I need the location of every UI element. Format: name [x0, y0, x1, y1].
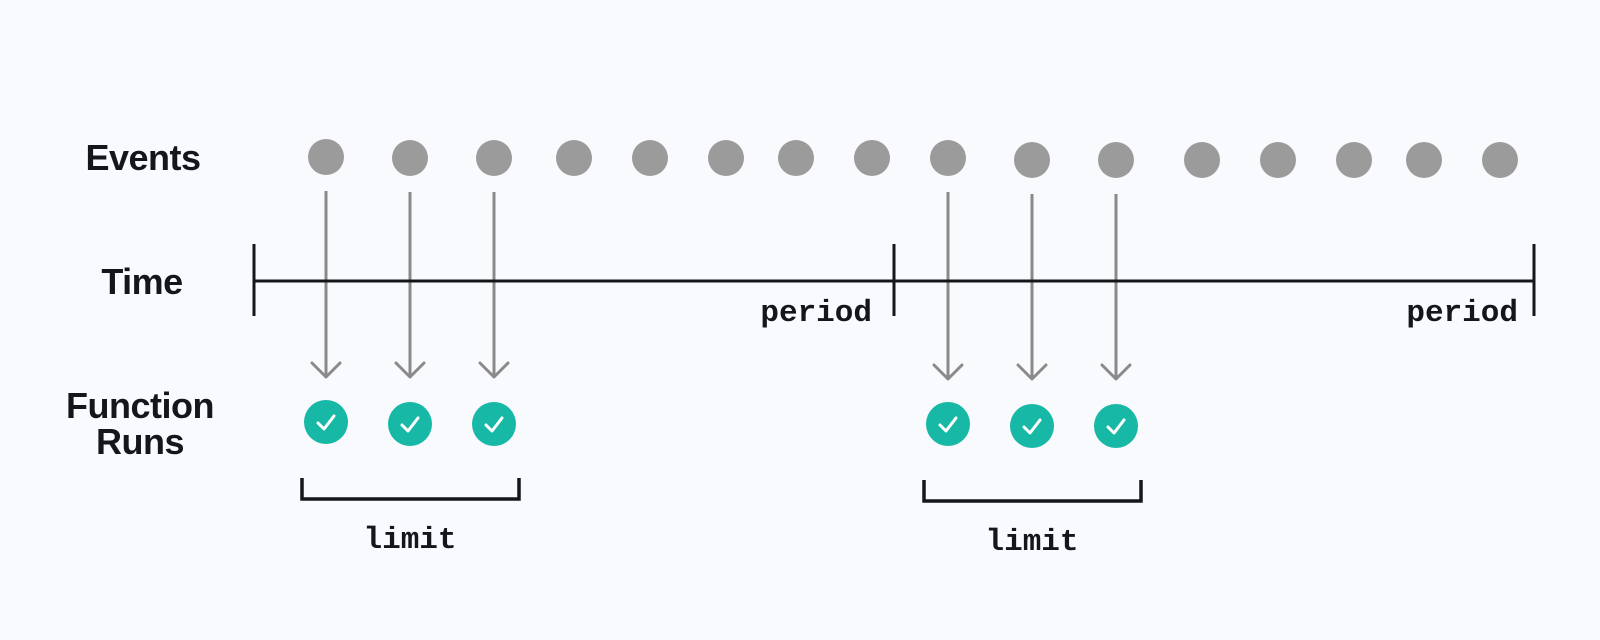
run-success-circle [1094, 404, 1138, 448]
check-icon [316, 414, 336, 431]
check-icon [484, 416, 504, 433]
event-dot [308, 139, 344, 175]
event-dot [1482, 142, 1518, 178]
arrow-down-icon [478, 192, 510, 379]
check-icon [1022, 418, 1042, 435]
run-success-circle [472, 402, 516, 446]
event-dot [1184, 142, 1220, 178]
function-run [926, 402, 970, 446]
event-dot [476, 140, 512, 176]
event-dot [632, 140, 668, 176]
limit-label-2: limit [985, 525, 1078, 560]
function-run [304, 400, 348, 444]
limit-bracket-2 [922, 480, 1143, 503]
event-dot [1336, 142, 1372, 178]
function-run [472, 402, 516, 446]
limit-label-1: limit [363, 523, 456, 558]
function-run [388, 402, 432, 446]
time-row-label: Time [101, 261, 182, 302]
arrow-down-icon [932, 192, 964, 381]
check-icon [1106, 418, 1126, 435]
arrow-down-icon [1100, 194, 1132, 381]
event-dot [1260, 142, 1296, 178]
event-dot [1014, 142, 1050, 178]
function-runs-row-label-line1: Function [66, 385, 214, 426]
function-runs-row-label-line2: Runs [96, 421, 184, 462]
period-label-2: period [1406, 296, 1518, 331]
check-icon [938, 416, 958, 433]
arrow-down-icon [1016, 194, 1048, 381]
throttle-arrows [310, 191, 1132, 381]
events-row [308, 139, 1518, 178]
events-row-label: Events [85, 137, 200, 178]
limit-bracket-1 [300, 478, 521, 501]
event-dot [930, 140, 966, 176]
run-success-circle [926, 402, 970, 446]
function-runs-row [304, 400, 1138, 448]
event-dot [854, 140, 890, 176]
event-dot [392, 140, 428, 176]
time-axis [252, 244, 1536, 316]
function-run [1094, 404, 1138, 448]
check-icon [400, 416, 420, 433]
arrow-down-icon [394, 192, 426, 379]
event-dot [1406, 142, 1442, 178]
event-dot [556, 140, 592, 176]
period-label-1: period [760, 296, 872, 331]
event-dot [778, 140, 814, 176]
run-success-circle [1010, 404, 1054, 448]
run-success-circle [304, 400, 348, 444]
arrow-down-icon [310, 191, 342, 379]
function-run [1010, 404, 1054, 448]
event-dot [708, 140, 744, 176]
event-dot [1098, 142, 1134, 178]
run-success-circle [388, 402, 432, 446]
